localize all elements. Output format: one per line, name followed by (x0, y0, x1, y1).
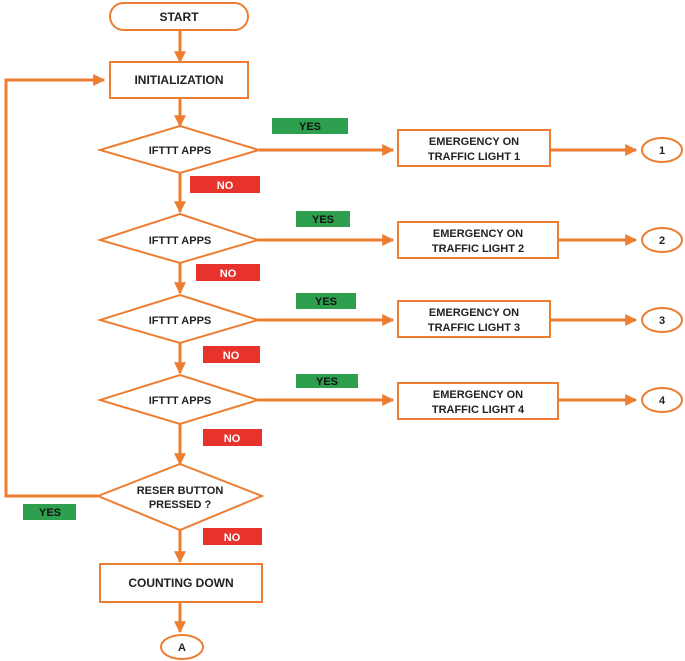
emergency-3-line-2: TRAFFIC LIGHT 3 (428, 322, 520, 334)
yes-badge-2: YES (296, 211, 350, 227)
emergency-1-line-2: TRAFFIC LIGHT 1 (428, 151, 520, 163)
yes-badge-3-label: YES (315, 296, 337, 308)
start-node: START (109, 2, 249, 31)
connector-2-label: 2 (659, 235, 665, 247)
emergency-box-4: EMERGENCY ON TRAFFIC LIGHT 4 (397, 382, 559, 420)
yes-badge-3: YES (296, 293, 356, 309)
connector-1: 1 (641, 137, 683, 163)
no-badge-1-label: NO (217, 180, 234, 192)
connector-3: 3 (641, 307, 683, 333)
emergency-2-line-2: TRAFFIC LIGHT 2 (432, 243, 524, 255)
decision-1: IFTTT APPS (96, 124, 263, 175)
emergency-4-line-2: TRAFFIC LIGHT 4 (432, 404, 525, 416)
emergency-box-3: EMERGENCY ON TRAFFIC LIGHT 3 (397, 300, 551, 338)
no-badge-2: NO (196, 264, 260, 281)
no-badge-4: NO (203, 429, 262, 446)
reset-label-line-1: RESER BUTTON (137, 485, 224, 497)
decision-4-label: IFTTT APPS (149, 395, 212, 407)
connector-a-label: A (178, 642, 186, 654)
no-badge-4-label: NO (224, 433, 241, 445)
yes-badge-1: YES (272, 118, 348, 134)
emergency-box-1: EMERGENCY ON TRAFFIC LIGHT 1 (397, 129, 551, 167)
edge-reset-yes-loop (4, 74, 106, 498)
yes-badge-1-label: YES (299, 121, 321, 133)
connector-4: 4 (641, 387, 683, 413)
decision-2-label: IFTTT APPS (149, 235, 212, 247)
initialization-label: INITIALIZATION (134, 73, 223, 87)
start-label: START (159, 10, 199, 24)
counting-down-label: COUNTING DOWN (128, 576, 233, 590)
decision-2: IFTTT APPS (96, 212, 262, 265)
emergency-2-line-1: EMERGENCY ON (433, 228, 523, 240)
yes-badge-2-label: YES (312, 214, 334, 226)
flow-edges (4, 30, 186, 634)
no-badge-3-label: NO (223, 350, 240, 362)
yes-badge-4-label: YES (316, 376, 338, 388)
no-badge-1: NO (190, 176, 260, 193)
connector-1-label: 1 (659, 145, 665, 157)
emergency-1-line-1: EMERGENCY ON (429, 136, 519, 148)
no-badge-3: NO (203, 346, 260, 363)
connector-4-label: 4 (659, 395, 666, 407)
yes-badge-reset: YES (23, 504, 76, 520)
connector-3-label: 3 (659, 315, 665, 327)
no-badge-2-label: NO (220, 268, 237, 280)
reset-decision: RESER BUTTON PRESSED ? (95, 462, 265, 532)
emergency-box-2: EMERGENCY ON TRAFFIC LIGHT 2 (397, 221, 559, 259)
decision-3-label: IFTTT APPS (149, 315, 212, 327)
emergency-4-line-1: EMERGENCY ON (433, 389, 523, 401)
reset-label-line-2: PRESSED ? (149, 499, 212, 511)
counting-down-node: COUNTING DOWN (99, 563, 263, 603)
connector-a: A (160, 634, 204, 660)
yes-badge-4: YES (296, 374, 358, 388)
connector-2: 2 (641, 227, 683, 253)
emergency-3-line-1: EMERGENCY ON (429, 307, 519, 319)
decision-4: IFTTT APPS (96, 373, 262, 426)
initialization-node: INITIALIZATION (109, 61, 249, 99)
no-badge-reset: NO (203, 528, 262, 545)
decision-3: IFTTT APPS (96, 293, 262, 345)
emergency-edges (258, 144, 638, 406)
no-badge-reset-label: NO (224, 532, 241, 544)
yes-badge-reset-label: YES (39, 507, 61, 519)
decision-1-label: IFTTT APPS (149, 145, 212, 157)
